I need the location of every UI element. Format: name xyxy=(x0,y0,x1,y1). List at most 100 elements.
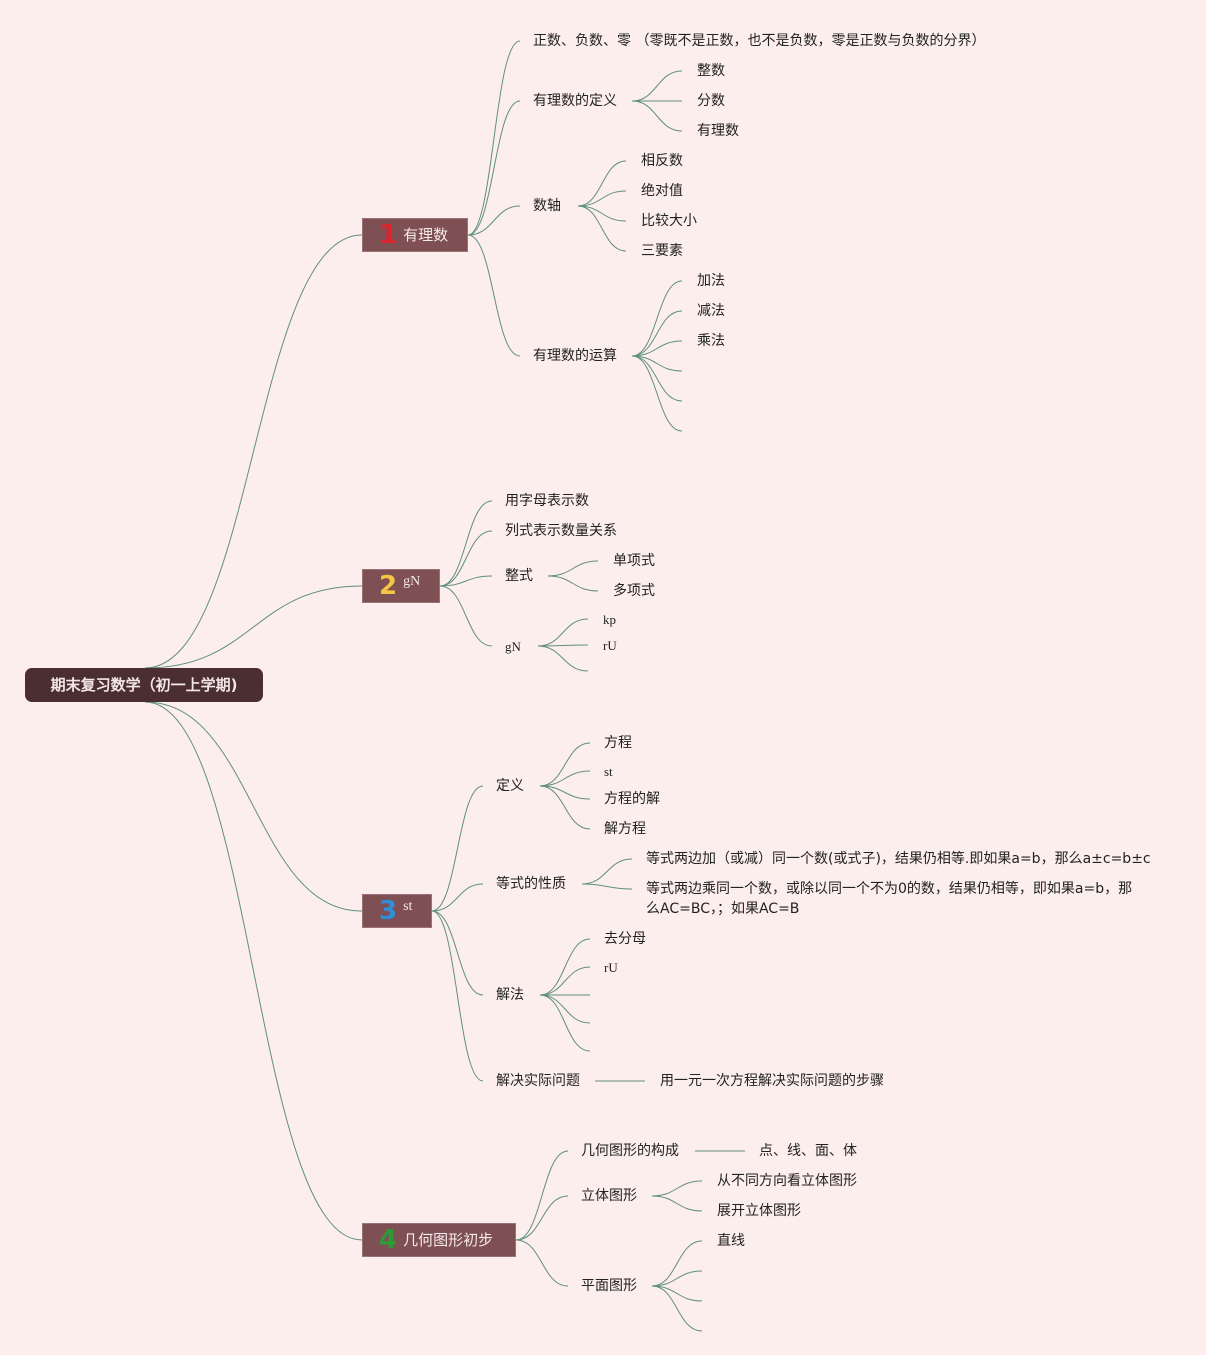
branch-node-1[interactable]: 1 有理数 xyxy=(362,218,468,252)
topic-solid-figures[interactable]: 立体图形 xyxy=(581,1188,637,1204)
leaf-three-elements[interactable]: 三要素 xyxy=(641,243,683,259)
link-b3-topic-3 xyxy=(431,910,484,1082)
link-b1-topic-0 xyxy=(467,40,521,236)
leaf-equation[interactable]: 方程 xyxy=(604,735,632,751)
root-node[interactable]: 期末复习数学（初一上学期) xyxy=(25,668,263,702)
link-b1-topic-2 xyxy=(467,205,521,236)
leaf-point-line-plane-solid[interactable]: 点、线、面、体 xyxy=(759,1143,857,1159)
leaf-equality-property-multiply[interactable]: 等式两边乘同一个数，或除以同一个不为0的数，结果仍相等，即如果a=b，那么AC=… xyxy=(646,881,1133,917)
branch-label-2: gN xyxy=(403,574,421,589)
link-b2-topic-2 xyxy=(439,575,493,587)
link-b3-topic-2 xyxy=(431,910,484,996)
leaf-ru-1[interactable]: rU xyxy=(603,638,617,653)
leaf-multiplication[interactable]: 乘法 xyxy=(697,333,725,349)
link-b4-topic-1 xyxy=(515,1195,569,1241)
branch-number-3: 3 xyxy=(379,896,398,926)
topic-plane-figures[interactable]: 平面图形 xyxy=(581,1278,637,1294)
link-b1-ops-leaf-3 xyxy=(631,355,683,372)
link-b2-gn-leaf-0 xyxy=(537,618,589,647)
link-b3-prop-leaf-1 xyxy=(581,883,633,890)
leaf-equality-property-add[interactable]: 等式两边加（或减）同一个数(或式子)，结果仍相等.即如果a=b，那么a±c=b±… xyxy=(646,851,1151,867)
branch-label-3: st xyxy=(403,899,413,914)
link-b1-ops-leaf-5 xyxy=(631,355,683,432)
leaf-addition[interactable]: 加法 xyxy=(697,273,725,289)
leaf-straight-line[interactable]: 直线 xyxy=(717,1233,745,1249)
link-b1-axis-leaf-2 xyxy=(577,205,627,222)
topic-letters-as-numbers[interactable]: 用字母表示数 xyxy=(505,493,589,509)
leaf-fraction[interactable]: 分数 xyxy=(697,93,725,109)
link-b1-ops-leaf-0 xyxy=(631,280,683,357)
link-b3-topic-1 xyxy=(431,883,484,912)
topic-definition[interactable]: 定义 xyxy=(496,778,524,794)
link-b1-ops-leaf-2 xyxy=(631,340,683,357)
topic-polynomial[interactable]: 整式 xyxy=(505,568,533,584)
link-b2-poly-leaf-1 xyxy=(547,575,599,592)
link-root-branch-1 xyxy=(144,234,363,669)
topic-rational-operations[interactable]: 有理数的运算 xyxy=(533,348,617,364)
leaf-multinomial[interactable]: 多项式 xyxy=(613,583,655,599)
link-b1-topic-1 xyxy=(467,100,521,236)
link-b4-topic-0 xyxy=(515,1150,569,1241)
link-b4-topic-2 xyxy=(515,1239,569,1287)
link-b2-poly-leaf-0 xyxy=(547,560,599,577)
link-b3-method-leaf-4 xyxy=(539,994,591,1052)
link-b4-plane-leaf-1 xyxy=(651,1270,703,1287)
leaf-remove-denominator[interactable]: 去分母 xyxy=(604,931,646,947)
topic-positive-negative-zero[interactable]: 正数、负数、零 （零既不是正数，也不是负数，零是正数与负数的分界） xyxy=(533,33,986,49)
branch-label-4: 几何图形初步 xyxy=(403,1231,494,1249)
link-b1-ops-leaf-1 xyxy=(631,310,683,357)
link-b2-topic-1 xyxy=(439,530,493,587)
topic-rational-definition[interactable]: 有理数的定义 xyxy=(533,93,617,109)
leaf-st[interactable]: st xyxy=(604,764,613,779)
branch-node-4[interactable]: 4 几何图形初步 xyxy=(362,1223,516,1257)
leaf-opposite-number[interactable]: 相反数 xyxy=(641,153,683,169)
link-b1-axis-leaf-1 xyxy=(577,190,627,207)
link-b3-def-leaf-0 xyxy=(539,742,591,787)
leaf-kp[interactable]: kp xyxy=(603,612,616,627)
topic-solution-method[interactable]: 解法 xyxy=(496,987,524,1003)
branch-number-1: 1 xyxy=(379,220,398,250)
leaf-integer[interactable]: 整数 xyxy=(697,63,725,79)
leaf-compare-size[interactable]: 比较大小 xyxy=(641,213,697,229)
branch-node-3[interactable]: 3 st xyxy=(362,894,432,928)
leaf-subtraction[interactable]: 减法 xyxy=(697,303,725,319)
link-b1-axis-leaf-3 xyxy=(577,205,627,252)
link-b4-solid-leaf-0 xyxy=(651,1180,703,1197)
branch-node-2[interactable]: 2 gN xyxy=(362,569,440,603)
link-b3-def-leaf-1 xyxy=(539,770,591,787)
leaf-monomial[interactable]: 单项式 xyxy=(613,553,655,569)
link-b3-method-leaf-1 xyxy=(539,966,591,996)
topic-geometry-composition[interactable]: 几何图形的构成 xyxy=(581,1143,679,1159)
topic-practical-problems[interactable]: 解决实际问题 xyxy=(496,1073,580,1089)
leaf-rational[interactable]: 有理数 xyxy=(697,123,739,139)
link-b1-def-leaf-2 xyxy=(631,100,683,132)
link-b4-plane-leaf-3 xyxy=(651,1285,703,1332)
link-b3-topic-0 xyxy=(431,785,484,912)
branch-number-2: 2 xyxy=(379,571,398,601)
leaf-solve-equation[interactable]: 解方程 xyxy=(604,821,646,837)
leaf-practical-steps[interactable]: 用一元一次方程解决实际问题的步骤 xyxy=(660,1073,884,1089)
link-b3-method-leaf-3 xyxy=(539,994,591,1024)
leaf-ru-2[interactable]: rU xyxy=(604,960,618,975)
link-b2-topic-3 xyxy=(439,585,493,647)
branch-label-1: 有理数 xyxy=(403,226,449,244)
topic-equality-properties[interactable]: 等式的性质 xyxy=(496,876,566,892)
link-b3-method-leaf-0 xyxy=(539,938,591,996)
leaf-view-from-directions[interactable]: 从不同方向看立体图形 xyxy=(717,1173,857,1189)
topic-number-line[interactable]: 数轴 xyxy=(533,198,561,214)
link-b2-topic-0 xyxy=(439,500,493,587)
branch-number-4: 4 xyxy=(379,1225,398,1255)
topic-expression-quantity[interactable]: 列式表示数量关系 xyxy=(505,523,617,539)
link-root-branch-3 xyxy=(144,701,363,912)
link-b1-def-leaf-0 xyxy=(631,70,683,102)
link-b3-prop-leaf-0 xyxy=(581,858,633,885)
link-b3-def-leaf-3 xyxy=(539,785,591,830)
leaf-equation-solution[interactable]: 方程的解 xyxy=(604,791,660,807)
leaf-absolute-value[interactable]: 绝对值 xyxy=(641,183,683,199)
link-b4-plane-leaf-0 xyxy=(651,1240,703,1287)
topic-gn[interactable]: gN xyxy=(505,639,521,654)
link-root-branch-2 xyxy=(144,585,363,669)
leaf-unfold-solid[interactable]: 展开立体图形 xyxy=(717,1203,801,1219)
link-b4-solid-leaf-1 xyxy=(651,1195,703,1212)
